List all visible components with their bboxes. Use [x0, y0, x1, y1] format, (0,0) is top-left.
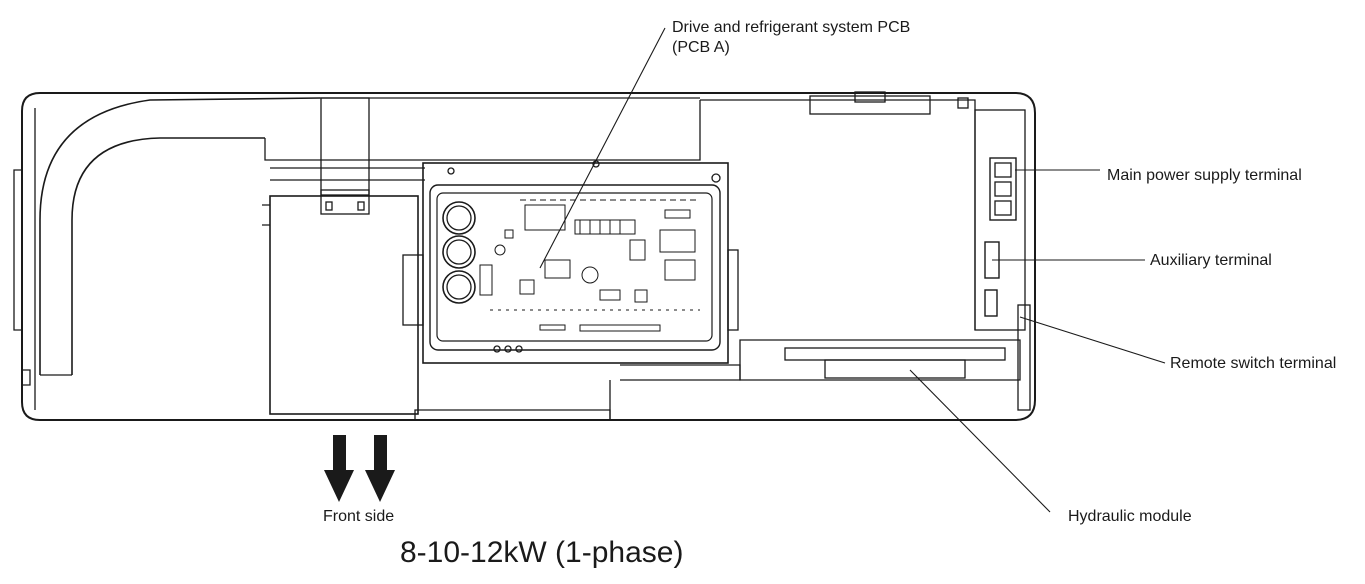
- casing-bottom-notch: [414, 409, 611, 420]
- bracket-top: [320, 97, 370, 196]
- casing-left-bracket: [13, 169, 23, 331]
- label-pcb-line2: (PCB A): [672, 39, 730, 56]
- label-pcb: Drive and refrigerant system PCB (PCB A): [672, 18, 910, 58]
- pcb-bottom-screw-2: [504, 345, 512, 353]
- front-arrow-1: [324, 435, 354, 502]
- left-box-side: [262, 204, 270, 226]
- top-connector-small: [957, 97, 969, 109]
- label-front-side: Front side: [323, 508, 395, 525]
- main-power-terminal-slot-2: [994, 181, 1012, 197]
- right-compartment: [700, 99, 976, 330]
- label-main-power: Main power supply terminal: [1107, 167, 1302, 184]
- bracket-hole-2: [357, 201, 365, 211]
- unit-casing: [21, 92, 1036, 421]
- hydraulic-base-left: [620, 364, 741, 381]
- side-bracket: [1017, 304, 1031, 411]
- capacitor-1-inner: [446, 205, 472, 231]
- pcb-screw-tl: [447, 167, 455, 175]
- diagram-caption: 8-10-12kW (1-phase): [400, 536, 684, 569]
- pcb-bottom-screw-3: [515, 345, 523, 353]
- capacitor-3: [442, 270, 476, 304]
- label-remote-switch: Remote switch terminal: [1170, 355, 1337, 372]
- fan-duct-inner: [71, 137, 265, 375]
- main-power-terminal-slot-1: [994, 162, 1012, 178]
- pcb-left-bracket: [402, 254, 424, 326]
- left-box: [269, 195, 419, 415]
- main-power-terminal: [989, 157, 1017, 221]
- terminal-column: [974, 109, 1026, 331]
- pcb-board: [436, 192, 713, 342]
- bracket-hole-1: [325, 201, 333, 211]
- pcb-mid-frame: [429, 184, 721, 351]
- pcb-screw-tr: [711, 173, 721, 183]
- remote-switch-terminal: [984, 289, 998, 317]
- leader-pcb: [539, 27, 666, 269]
- capacitor-3-inner: [446, 274, 472, 300]
- front-arrow-2: [365, 435, 395, 502]
- bracket-tab: [320, 189, 370, 215]
- pcb-right-bracket: [727, 249, 739, 331]
- label-auxiliary: Auxiliary terminal: [1150, 252, 1272, 269]
- fan-duct: [39, 97, 321, 375]
- top-connector-tab: [854, 91, 886, 103]
- capacitor-2: [442, 235, 476, 269]
- top-divider: [264, 100, 701, 161]
- capacitor-2-inner: [446, 239, 472, 265]
- pcb-components: [479, 199, 700, 332]
- hydraulic-pipe: [784, 347, 1006, 361]
- leader-hydraulic: [909, 369, 1051, 513]
- casing-left-foot: [22, 369, 31, 386]
- pcb-bottom-screw-1: [493, 345, 501, 353]
- main-power-terminal-slot-3: [994, 200, 1012, 216]
- label-hydraulic: Hydraulic module: [1068, 508, 1192, 525]
- label-pcb-line1: Drive and refrigerant system PCB: [672, 19, 911, 36]
- leader-remote-switch: [1019, 316, 1166, 364]
- top-connector-block: [809, 95, 931, 115]
- capacitor-1: [442, 201, 476, 235]
- hydraulic-base: [824, 359, 966, 379]
